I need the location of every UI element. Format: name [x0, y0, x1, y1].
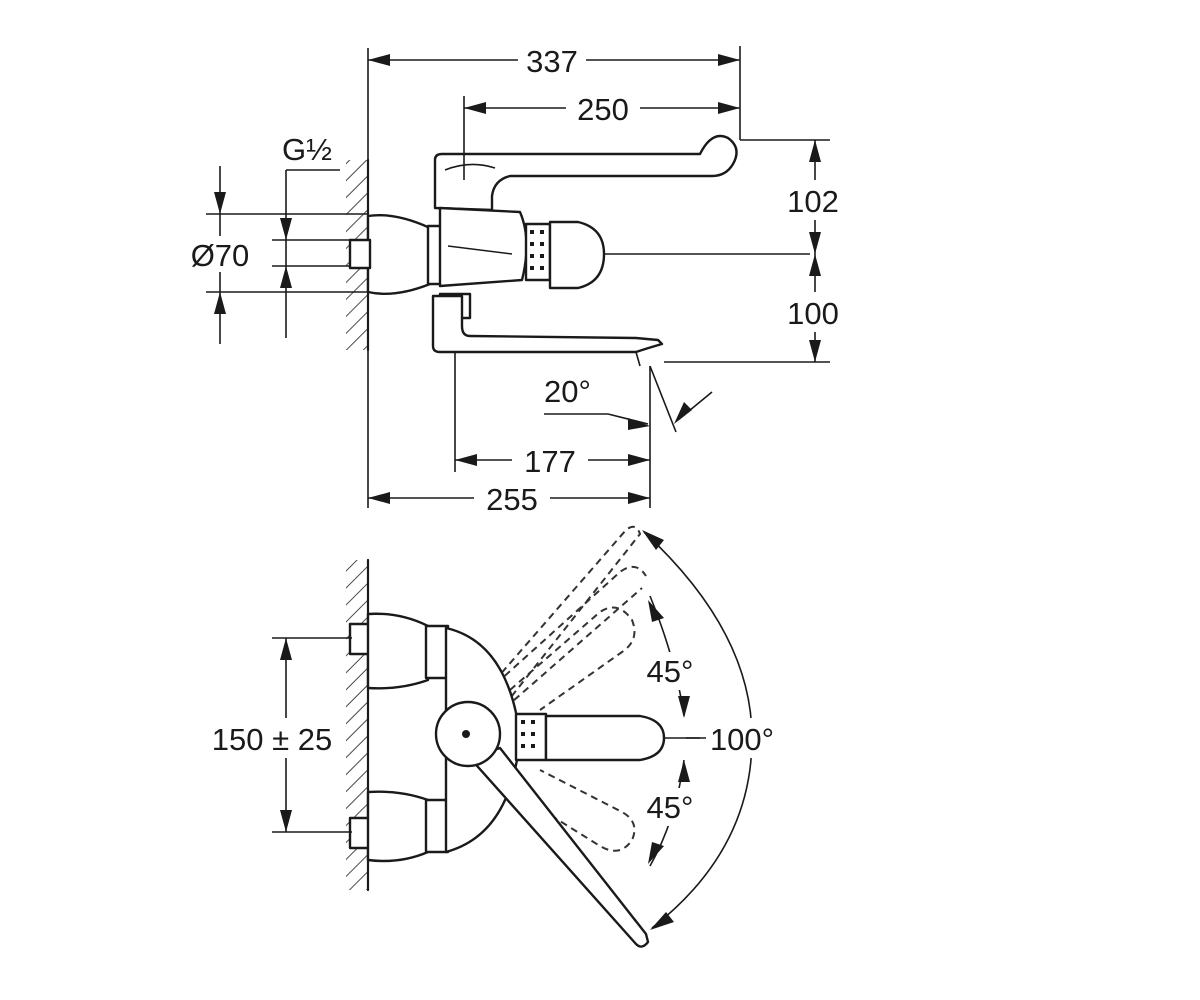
lower-collar	[424, 798, 450, 854]
spout-side	[431, 294, 664, 354]
rotation-down-label: 45°	[647, 790, 694, 825]
rotation-ghost-positions	[477, 525, 647, 852]
dim-102-label: 102	[787, 184, 839, 219]
dim-vertical-right: 102 100	[664, 139, 846, 363]
upper-collar	[424, 624, 450, 680]
dim-top-width: 337	[367, 40, 741, 162]
thermostat-knob-top	[544, 714, 666, 762]
rotation-up-label: 45°	[647, 654, 694, 689]
lever-top	[468, 746, 650, 948]
lever-screw	[462, 730, 470, 738]
knurled-ring-top	[514, 712, 548, 762]
dim-centre-distance: 150 ± 25	[206, 637, 352, 833]
lever-hub-detail	[444, 163, 496, 171]
dim-spout-projection: 177	[454, 352, 650, 479]
dim-100-label: 100	[787, 296, 839, 331]
side-view: 337 250 102 100 G½	[182, 40, 846, 517]
inlet-nut	[348, 238, 372, 270]
dim-rotation-total: 100°	[642, 530, 780, 930]
wall-rosette	[366, 214, 432, 295]
lever-side	[433, 134, 738, 212]
top-view: 150 ± 25 45° 45° 100°	[206, 525, 780, 948]
dim-rotation-up: 45°	[640, 595, 700, 739]
rotation-total-label: 100°	[710, 722, 774, 757]
thermostat-knob-side	[548, 220, 606, 290]
centre-distance-label: 150 ± 25	[212, 722, 332, 757]
lower-rosette	[366, 790, 430, 863]
upper-rosette	[366, 612, 430, 690]
connection-size-label: G½	[282, 132, 332, 167]
dim-rotation-down: 45°	[640, 759, 700, 867]
knurled-ring-side	[524, 222, 552, 282]
dim-connection: G½ Ø70	[182, 132, 368, 344]
dim-250-label: 250	[577, 92, 629, 127]
spout-angle-label: 20°	[544, 374, 591, 409]
rosette-diameter-label: Ø70	[191, 238, 250, 273]
dim-overall-projection: 255	[367, 350, 651, 517]
dim-337-label: 337	[526, 44, 578, 79]
spout-tip	[635, 351, 641, 367]
dim-spout-angle: 20°	[544, 365, 713, 470]
dim-lever-reach: 250	[463, 88, 740, 180]
dim-177-label: 177	[524, 444, 576, 479]
body-shading	[447, 245, 513, 255]
dim-255-label: 255	[486, 482, 538, 517]
